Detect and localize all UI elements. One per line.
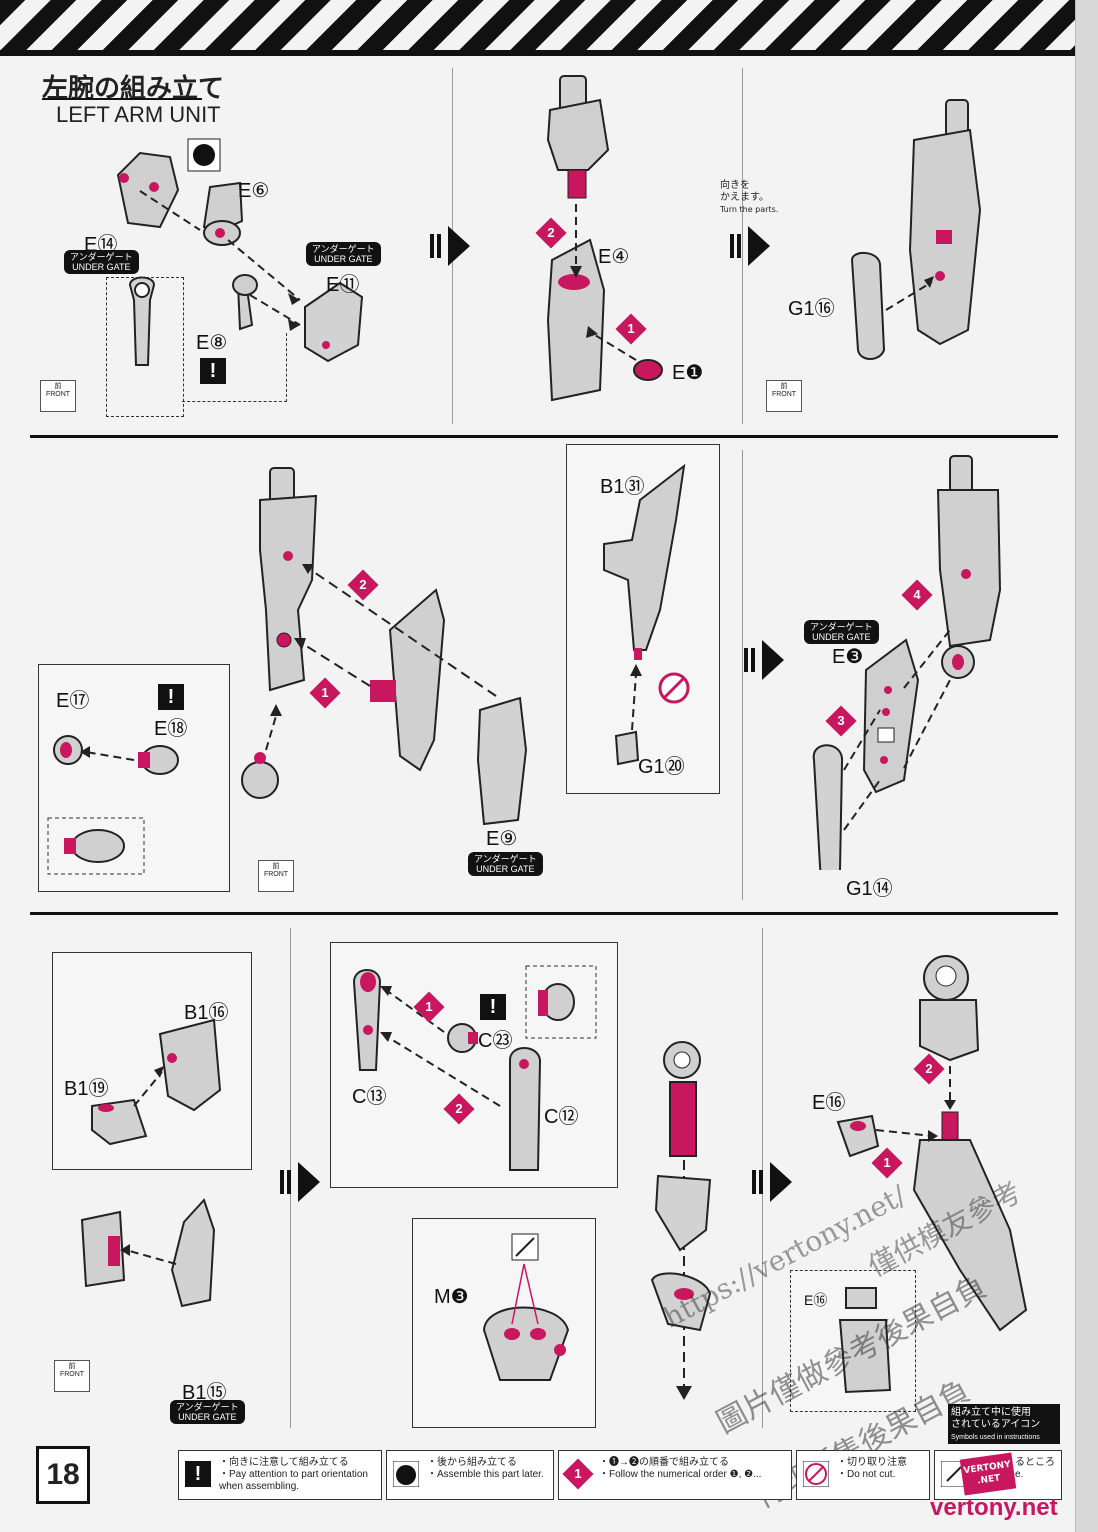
part-label: B1㉛ [600, 476, 645, 498]
page-edge [1075, 0, 1098, 1532]
part-label: B1⑯ [184, 1002, 229, 1024]
part-diagram-r3p2-detail [482, 1233, 570, 1381]
part-diagram-r2p2 [603, 463, 690, 766]
legend-do-not-cut: ・切り取り注意・Do not cut. [796, 1450, 930, 1500]
part-label: E⑯ [804, 1292, 828, 1308]
part-label: G1⑭ [846, 878, 893, 900]
part-label: G1⑯ [788, 298, 835, 320]
part-label: E❶ [672, 362, 704, 384]
next-step-arrow [280, 1162, 320, 1202]
step-marker: 2 [443, 1093, 475, 1125]
step-marker: 1 [615, 313, 647, 345]
step-marker: 4 [901, 579, 933, 611]
step-marker: 2 [535, 217, 567, 249]
legend-order: 1 ・❶→❷の順番で組み立てる・Follow the numerical ord… [558, 1450, 792, 1500]
part-label: E⑰ [56, 690, 90, 712]
part-label: B1⑲ [64, 1078, 109, 1100]
part-diagram-r3p3 [836, 955, 1028, 1332]
turn-note: 向きをかえます。Turn the parts. [720, 180, 779, 214]
caution-icon: ! [200, 358, 226, 384]
page-number: 18 [36, 1446, 90, 1504]
col-divider [742, 450, 743, 900]
row-divider-1 [30, 435, 1058, 438]
part-label: E❸ [832, 646, 864, 668]
part-label: E⑧ [196, 332, 228, 354]
step-marker: 2 [347, 569, 379, 601]
title-underline [42, 98, 202, 100]
header-stripes [0, 0, 1098, 50]
part-diagram-r2p1 [241, 467, 528, 826]
detail-callout [52, 952, 252, 1170]
part-label: E⑥ [238, 180, 270, 202]
page-title-en: LEFT ARM UNIT [56, 102, 221, 127]
legend-caution: ! ・向きに注意して組み立てる・Pay attention to part or… [178, 1450, 382, 1500]
part-label: G1⑳ [638, 756, 685, 778]
part-diagram-r3p1 [80, 1018, 222, 1308]
detail-connector [182, 333, 287, 402]
part-diagram-r1p2 [546, 75, 663, 402]
next-step-arrow [430, 226, 470, 266]
row-divider-2 [30, 912, 1058, 915]
caution-icon: ! [185, 1461, 211, 1487]
part-label: E⑨ [486, 828, 518, 850]
symbols-legend-title: 組み立て中に使用 されているアイコン Symbols used in instr… [948, 1404, 1060, 1444]
next-step-arrow [744, 640, 784, 680]
next-step-arrow [730, 226, 770, 266]
part-label: C⑫ [544, 1106, 579, 1128]
part-label: E④ [598, 246, 630, 268]
part-diagram-r1p1 [116, 138, 364, 366]
part-label: B1⑮ [182, 1382, 227, 1404]
step-marker: 1 [309, 677, 341, 709]
detail-box [106, 277, 184, 417]
caution-icon: ! [480, 994, 506, 1020]
next-step-arrow [752, 1162, 792, 1202]
do-not-cut-icon [803, 1461, 829, 1487]
assemble-later-icon [393, 1461, 419, 1487]
header-bar [0, 50, 1098, 56]
part-label: E⑯ [812, 1092, 846, 1114]
step-marker: 2 [913, 1053, 945, 1085]
part-label: E⑪ [326, 274, 360, 296]
site-logo: VERTONY.NET [959, 1452, 1017, 1496]
step-icon: 1 [562, 1458, 594, 1490]
step-marker: 1 [871, 1147, 903, 1179]
part-diagram-r2p3 [812, 455, 1002, 870]
part-label: C⑬ [352, 1086, 387, 1108]
part-label: M❸ [434, 1286, 469, 1308]
site-watermark: vertony.net [930, 1494, 1058, 1521]
part-diagram-r1p3 [850, 99, 982, 360]
caution-icon: ! [158, 684, 184, 710]
part-label: C㉓ [478, 1030, 513, 1052]
part-label: E⑱ [154, 718, 188, 740]
part-diagram-r3p2-main [650, 1041, 712, 1400]
step-marker: 3 [825, 705, 857, 737]
part-diagram-r3p3-detail [838, 1287, 892, 1394]
step-marker: 1 [413, 991, 445, 1023]
part-diagram-r3p2-top [352, 965, 597, 1171]
part-diagram-r2p1-detail [47, 735, 179, 875]
legend-assemble-later: ・後から組み立てる・Assemble this part later. [386, 1450, 554, 1500]
